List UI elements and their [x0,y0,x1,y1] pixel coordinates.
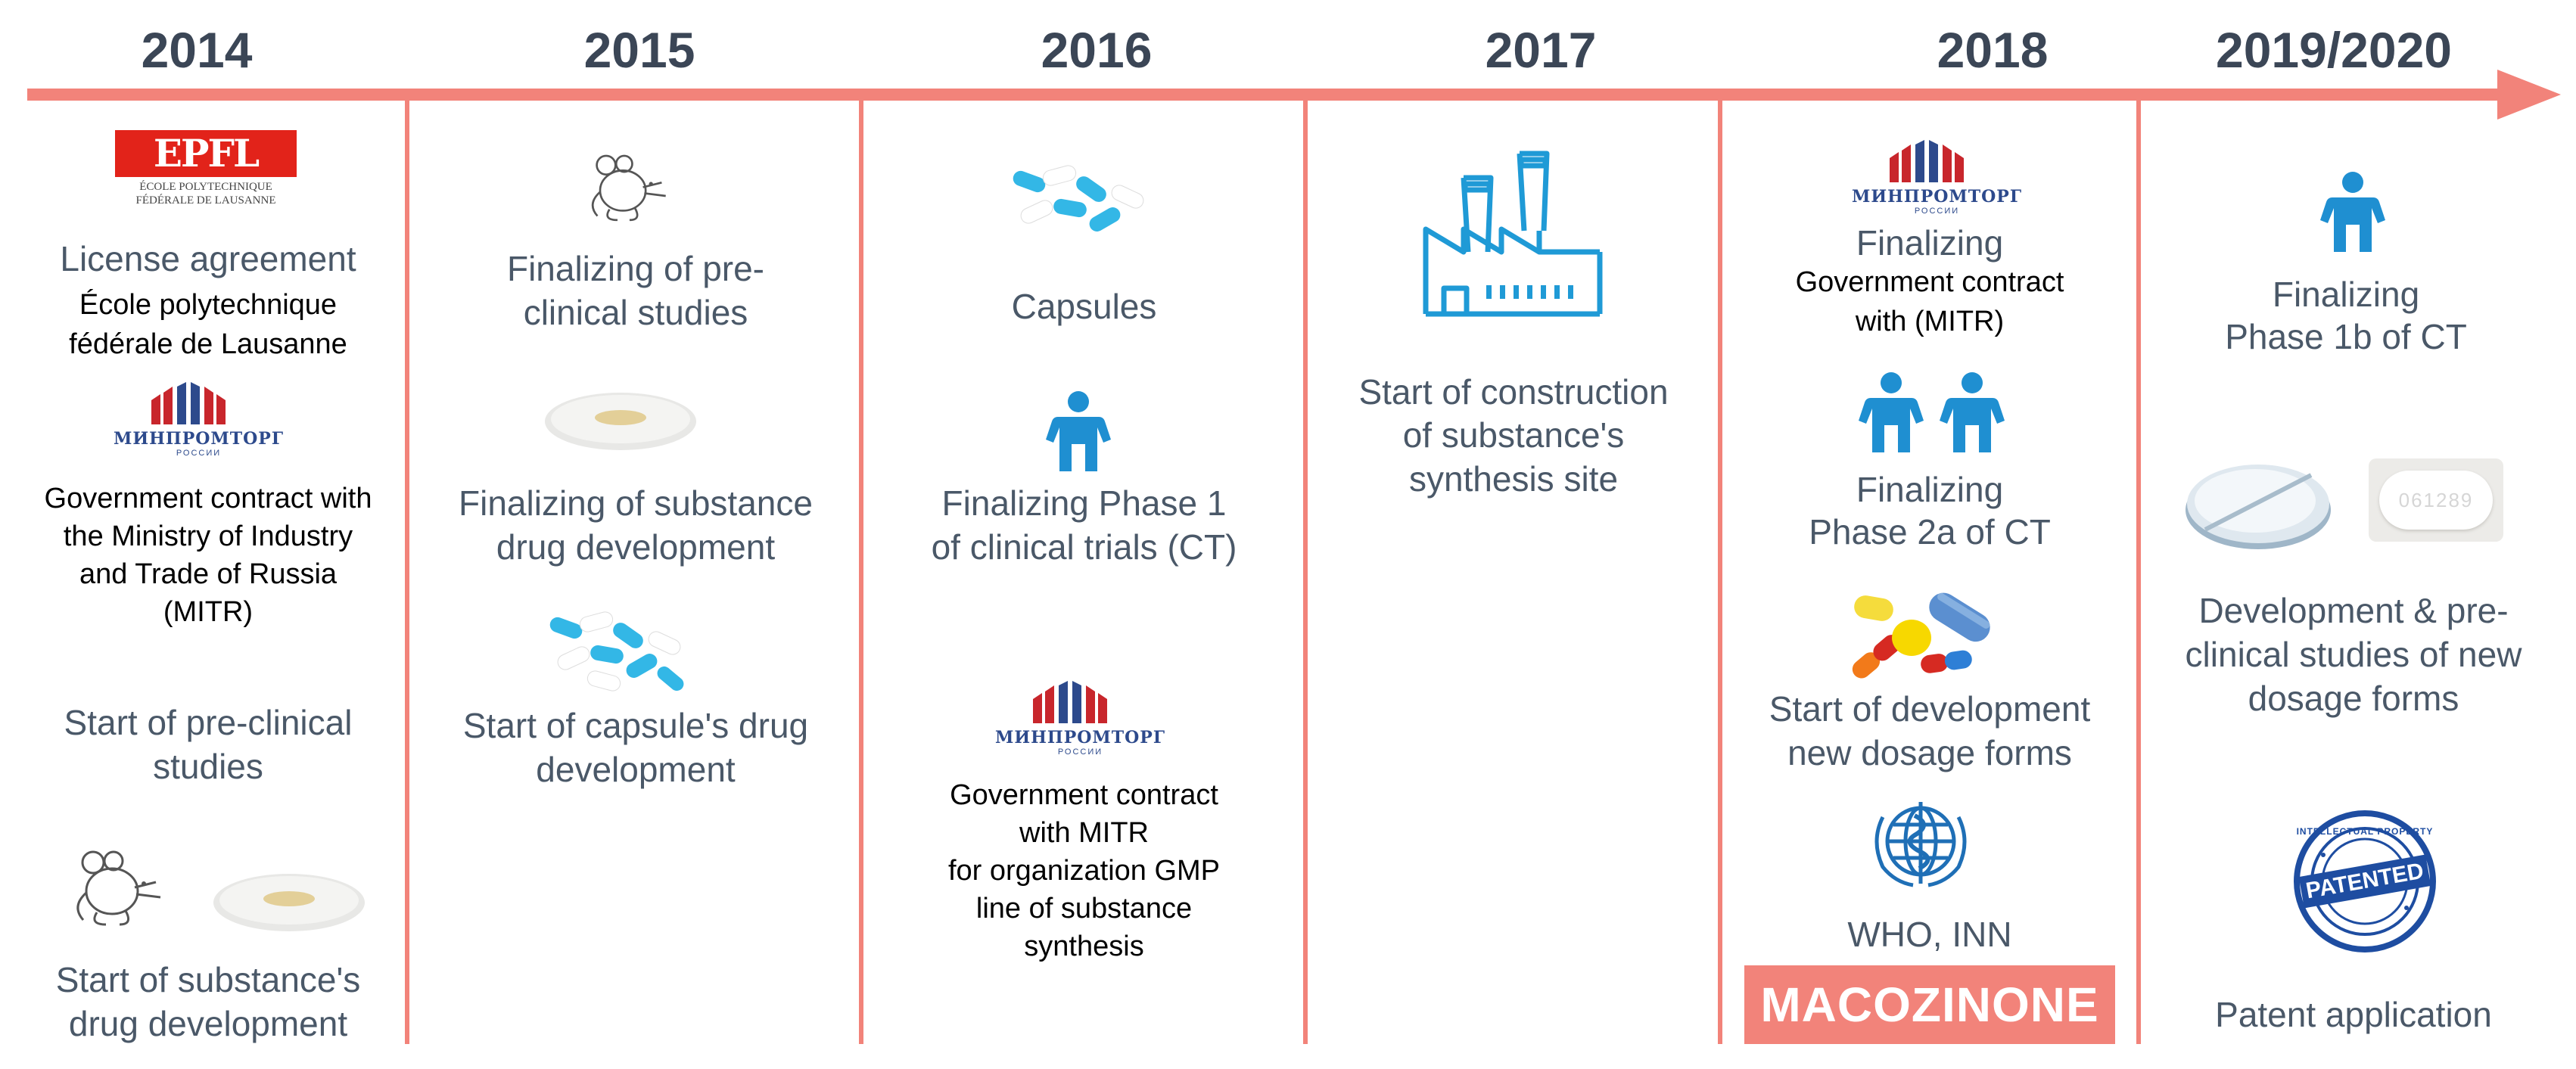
column-divider [859,95,863,1044]
gov-contract-line: the Ministry of Industry [63,521,353,552]
capsule-development-text: development [536,750,736,789]
gov-contract-line: with (MITR) [1855,306,2005,337]
column-divider [405,95,409,1044]
phase2a-text: Phase 2a of CT [1809,512,2051,552]
who-emblem-icon [1860,794,1981,900]
epfl-logo-subtitle: FÉDÉRALE DE LAUSANNE [135,194,276,207]
construction-text: of substance's [1402,415,1625,455]
minpromtorg-logo: МИНПРОМТОРГ РОССИИ [114,382,284,458]
column-divider [1303,95,1308,1044]
two-persons-icon [1857,371,2008,454]
finalizing-substance-text: Finalizing of substance [459,483,813,523]
person-icon [2319,170,2387,253]
capsules-label: Capsules [1011,287,1157,326]
epfl-logo-wordmark: EPFL [115,130,297,177]
epfl-logo-subtitle: ÉCOLE POLYTECHNIQUE [139,181,272,193]
finalizing-substance-text: drug development [496,527,776,567]
year-2016: 2016 [1041,22,1153,78]
powder-dish-icon [543,387,698,452]
minpromtorg-logo: МИНПРОМТОРГ РОССИИ [1852,140,2022,216]
minpromtorg-logo-sub: РОССИИ [1057,747,1103,757]
minpromtorg-emblem-icon [151,382,226,424]
preclinical-start-text: Start of pre-clinical [64,703,353,742]
lab-mouse-icon [583,148,670,227]
year-2014: 2014 [141,22,253,78]
gov-contract-line: and Trade of Russia [79,558,338,590]
macozinone-badge: MACOZINONE [1744,965,2115,1044]
gmp-contract-line: with MITR [1019,817,1149,849]
timeline-arrowhead-icon [2497,70,2561,120]
finalizing-title: Finalizing [1856,223,2004,263]
capsules-icon [542,605,693,696]
gmp-contract-line: synthesis [1024,931,1144,962]
factory-icon [1421,148,1603,318]
round-tablet-icon [2182,454,2334,552]
license-partner-line: École polytechnique [79,289,338,321]
new-dosage-text: Development & pre- [2198,591,2509,630]
minpromtorg-logo-text: МИНПРОМТОРГ [114,429,285,449]
patent-application-text: Patent application [2215,995,2492,1034]
capsule-development-text: Start of capsule's drug [462,706,809,745]
phase2a-text: Finalizing [1856,470,2004,509]
minpromtorg-logo-sub: РОССИИ [1914,207,1960,216]
timeline-arrow-line [27,89,2509,101]
lab-mouse-icon [67,846,165,929]
gmp-contract-line: line of substance [975,893,1193,924]
gmp-contract-line: for organization GMP [947,855,1221,887]
year-2019-2020: 2019/2020 [2216,22,2452,78]
license-agreement-title: License agreement [60,239,356,278]
minpromtorg-logo-text: МИНПРОМТОРГ [1852,187,2023,207]
year-2015: 2015 [583,22,695,78]
finalizing-preclinical-text: clinical studies [523,293,748,332]
construction-text: Start of construction [1358,372,1669,412]
license-partner-line: fédérale de Lausanne [69,328,347,360]
minpromtorg-logo-sub: РОССИИ [176,449,222,458]
year-2017: 2017 [1485,22,1597,78]
phase1b-text: Phase 1b of CT [2225,317,2467,356]
gmp-contract-line: Government contract [950,779,1218,811]
phase1b-text: Finalizing [2272,275,2420,314]
minpromtorg-logo: МИНПРОМТОРГ РОССИИ [995,681,1165,757]
minpromtorg-emblem-icon [1890,140,1964,182]
phase1-text: Finalizing Phase 1 [941,483,1227,523]
tablet-imprint: 061289 [2398,489,2474,511]
gov-contract-line: (MITR) [163,596,254,628]
construction-text: synthesis site [1408,459,1619,499]
new-dosage-text: dosage forms [2248,679,2459,718]
gov-contract-line: Government contract [1795,266,2064,298]
dosage-forms-pills-icon [1846,586,1998,681]
capsules-icon [1005,159,1156,250]
who-inn-text: WHO, INN [1847,915,2012,954]
gov-contract-line: Government contract with [44,483,372,514]
new-dosage-text: clinical studies of new [2185,635,2522,674]
oval-tablet-icon: 061289 [2369,458,2503,542]
dosage-development-text: new dosage forms [1787,733,2072,772]
column-divider [2136,95,2141,1044]
preclinical-start-text: studies [153,747,263,786]
minpromtorg-logo-text: МИНПРОМТОРГ [995,728,1166,747]
minpromtorg-emblem-icon [1033,681,1107,723]
phase1-text: of clinical trials (CT) [931,527,1237,567]
powder-dish-icon [212,869,367,934]
column-divider [1718,95,1722,1044]
dosage-development-text: Start of development [1769,689,2091,729]
epfl-logo: EPFL ÉCOLE POLYTECHNIQUE FÉDÉRALE DE LAU… [115,130,297,207]
finalizing-preclinical-text: Finalizing of pre- [506,249,765,288]
substance-development-start-text: Start of substance's [55,960,361,999]
patented-stamp-icon: PATENTED INTELLECTUAL PROPERTY [2293,810,2437,953]
person-icon [1044,390,1112,473]
substance-development-start-text: drug development [68,1004,348,1043]
stamp-ring-text: INTELLECTUAL PROPERTY [2296,826,2434,837]
year-2018: 2018 [1937,22,2049,78]
